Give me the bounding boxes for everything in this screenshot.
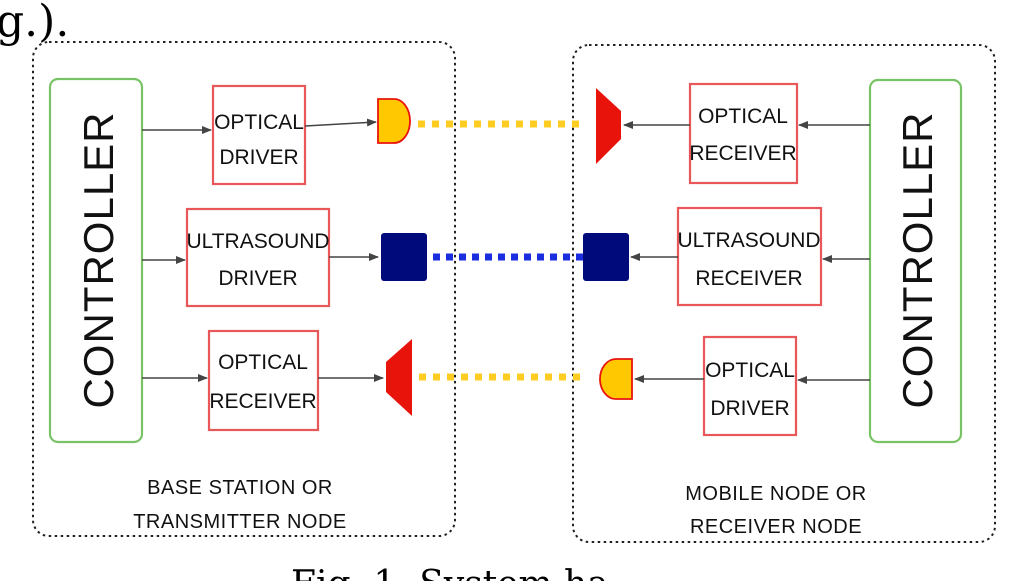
mobile-node-label-line1: MOBILE NODE OR xyxy=(685,483,866,505)
left-optical-driver-box xyxy=(211,84,307,186)
right-ultrasound-receiver-line1: ULTRASOUND xyxy=(677,229,820,252)
base-station-label-line2: TRANSMITTER NODE xyxy=(133,511,347,533)
left-ultrasound-driver-line2: DRIVER xyxy=(218,267,297,290)
top-text-fragment: g.). xyxy=(0,0,69,47)
mobile-node-label-line2: RECEIVER NODE xyxy=(690,516,862,538)
base-station-label-line1: BASE STATION OR xyxy=(147,477,333,499)
right-ultrasound-receiver-line2: RECEIVER xyxy=(695,267,802,290)
right-optical-driver-line1: OPTICAL xyxy=(705,359,795,382)
right-ultrasound-receiver-box xyxy=(676,206,823,307)
optical-emitter-icon xyxy=(377,98,411,144)
right-optical-driver-line2: DRIVER xyxy=(710,397,789,420)
figure-caption: Fig. 1. System ha xyxy=(291,564,609,581)
right-optical-receiver-line2: RECEIVER xyxy=(689,142,796,165)
left-optical-driver-line2: DRIVER xyxy=(219,146,298,169)
left-optical-driver-line1: OPTICAL xyxy=(214,111,304,134)
right-optical-receiver-box xyxy=(688,82,799,185)
left-ultrasound-driver-line1: ULTRASOUND xyxy=(186,230,329,253)
arrow-optical-driver-to-emitter xyxy=(304,118,377,127)
right-optical-driver-box xyxy=(702,335,798,437)
left-controller-label: CONTROLLER xyxy=(75,111,122,408)
left-optical-receiver-line1: OPTICAL xyxy=(218,351,308,374)
left-optical-receiver-box xyxy=(207,329,320,432)
left-ultrasound-driver-box xyxy=(185,207,331,308)
right-controller-label: CONTROLLER xyxy=(894,111,941,408)
ultrasound-transducer-icon xyxy=(381,233,427,281)
mobile-node-outline xyxy=(572,44,996,543)
optical-detector-icon xyxy=(596,88,621,164)
ultrasound-transducer-icon xyxy=(583,233,629,281)
optical-emitter-icon xyxy=(599,358,633,400)
optical-detector-icon xyxy=(386,339,412,416)
right-controller-box xyxy=(868,78,963,444)
right-optical-receiver-line1: OPTICAL xyxy=(698,105,788,128)
left-optical-receiver-line2: RECEIVER xyxy=(209,390,316,413)
